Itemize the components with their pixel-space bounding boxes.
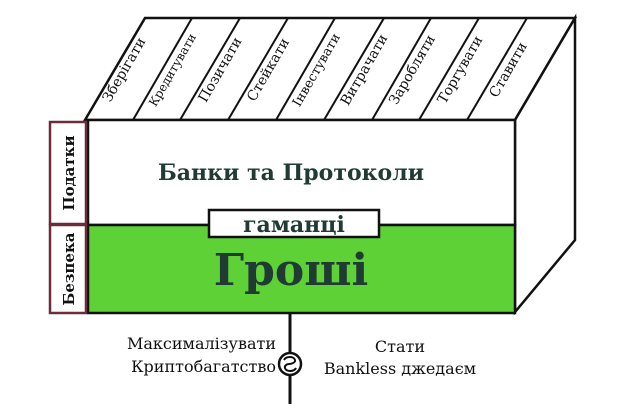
base-section-title: Гроші (214, 245, 369, 296)
footer-left-line-2: Криптобагатство (131, 357, 276, 376)
upper-front (86, 118, 517, 227)
top-face-dividers (132, 17, 528, 121)
upper-section-title: Банки та Протоколи (158, 160, 424, 186)
side-label-bottom: Безпека (48, 223, 88, 315)
side-label-top-text: Податки (60, 135, 78, 210)
footer-left-line-1: Максималізувати (127, 334, 276, 353)
middle-tag-text: гаманці (243, 212, 345, 238)
side-label-bottom-text: Безпека (60, 232, 78, 305)
footer-right-line-2: Bankless джедаєм (324, 359, 476, 378)
footer-right-line-1: Стати (375, 337, 425, 356)
bankless-logo-icon (277, 351, 303, 377)
side-label-top: Податки (48, 120, 88, 226)
base-front (86, 223, 517, 315)
middle-tag-box (207, 208, 381, 239)
